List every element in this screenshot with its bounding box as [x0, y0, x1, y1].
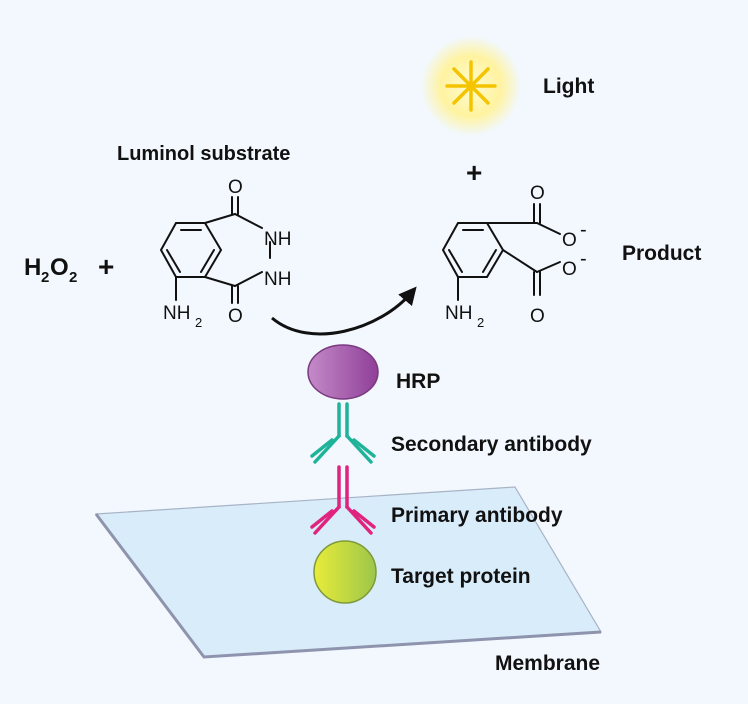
svg-text:2: 2 — [69, 269, 77, 286]
hrp-enzyme — [307, 344, 379, 400]
svg-text:O: O — [50, 254, 69, 281]
svg-text:2: 2 — [195, 315, 202, 330]
svg-text:O: O — [562, 230, 577, 251]
svg-text:NH: NH — [163, 303, 190, 324]
h2o2-formula: H 2 O 2 — [24, 254, 77, 286]
svg-text:H: H — [24, 254, 41, 281]
svg-text:2: 2 — [477, 315, 484, 330]
secondary-antibody-label: Secondary antibody — [391, 433, 592, 456]
membrane-edge — [94, 513, 602, 659]
target-protein — [313, 540, 377, 604]
secondary-antibody — [310, 402, 376, 464]
svg-text:NH: NH — [264, 229, 291, 250]
luminol-label: Luminol substrate — [117, 143, 290, 165]
product-label: Product — [622, 242, 701, 265]
svg-text:-: - — [580, 248, 587, 270]
reaction-arrow — [271, 286, 417, 336]
svg-text:-: - — [580, 219, 587, 241]
light-label: Light — [543, 75, 594, 98]
light-icon — [445, 60, 497, 112]
svg-text:O: O — [228, 177, 243, 198]
svg-text:O: O — [562, 259, 577, 280]
svg-text:O: O — [530, 183, 545, 204]
svg-text:NH: NH — [264, 269, 291, 290]
plus-light-product: + — [466, 157, 482, 188]
svg-text:O: O — [530, 306, 545, 327]
product-structure: O O - O - O NH 2 — [441, 183, 587, 330]
light-burst — [421, 36, 521, 136]
hrp-label: HRP — [396, 370, 440, 393]
svg-text:NH: NH — [445, 303, 472, 324]
svg-text:O: O — [228, 306, 243, 327]
membrane-label: Membrane — [495, 652, 600, 675]
target-protein-label: Target protein — [391, 565, 531, 588]
plus-h2o2-luminol: + — [98, 251, 114, 282]
svg-text:2: 2 — [41, 269, 49, 286]
luminol-structure: O NH NH O NH 2 — [159, 177, 291, 330]
primary-antibody-label: Primary antibody — [391, 504, 563, 527]
primary-antibody — [310, 465, 376, 535]
